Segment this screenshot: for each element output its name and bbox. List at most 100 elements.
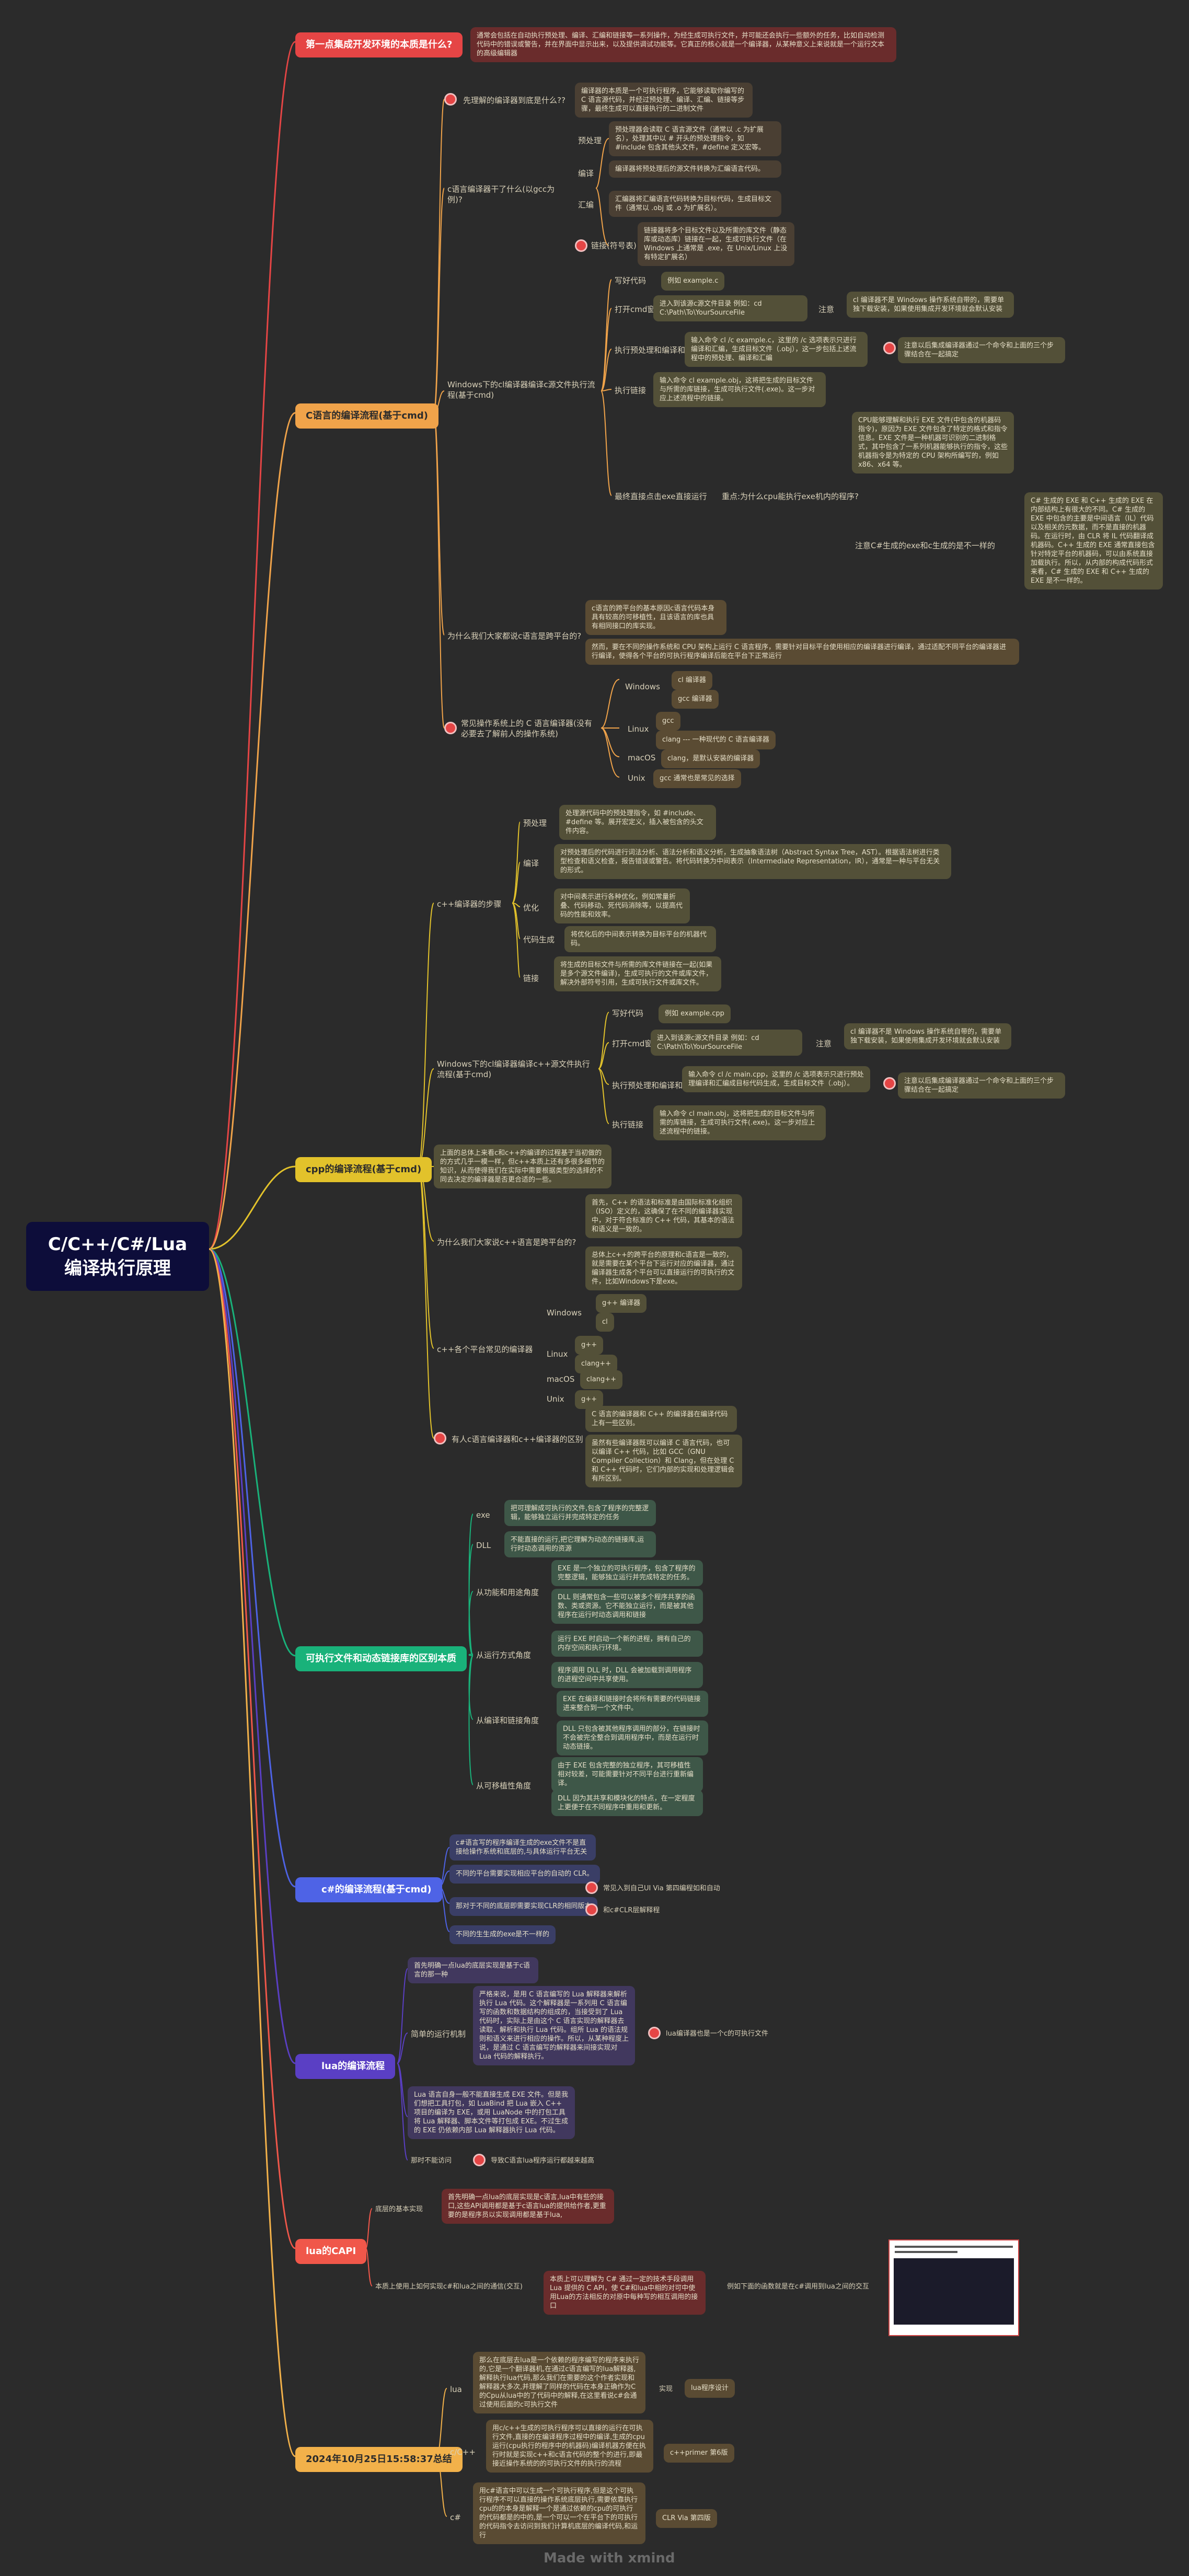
summary-cpp-book: c++primer 第6版 [664, 2444, 734, 2463]
c-os-unix[interactable]: Unix [628, 773, 645, 783]
cpp-step-compile[interactable]: 编译 [523, 859, 539, 868]
c-step-open-cmd-note[interactable]: 注意 [818, 305, 835, 314]
cpp-common-compilers[interactable]: c++各个平台常见的编译器 [437, 1345, 533, 1354]
root-topic[interactable]: C/C++/C#/Lua编译执行原理 [26, 1222, 209, 1291]
c-step-link[interactable]: 执行链接 [615, 386, 647, 395]
marker-dot [648, 2027, 661, 2039]
c-why-cross-platform[interactable]: 为什么我们大家都说c语言是跨平台的? [447, 631, 582, 641]
exe-text: 把可理解成可执行的文件,包含了程序的完整逻辑，能够独立运行并完成特定的任务 [504, 1500, 656, 1526]
marker-dot [473, 2154, 486, 2166]
branch-ide-essence[interactable]: 第一点集成开发环境的本质是什么? [295, 32, 463, 57]
q-gcc-steps[interactable]: c语言编译器干了什么(以gcc为例)? [447, 184, 555, 204]
cpp-os-macos[interactable]: macOS [547, 1374, 575, 1384]
c-step-run-exe[interactable]: 最终直接点击exe直接运行 [615, 492, 707, 501]
step-preprocess-text: 预处理器会读取 C 语言源文件（通常以 .c 为扩展名），处理其中以 # 开头的… [609, 121, 781, 156]
cpp-step-optimize[interactable]: 优化 [523, 903, 539, 912]
dll-text: 不能直接的运行,把它理解为动态的链接库,运行时动态调用的资源 [504, 1531, 656, 1557]
c-common-compilers[interactable]: 常见操作系统上的 C 语言编译器(没有必要去了解前人的操作系统) [461, 719, 592, 738]
cpp-step-open-cmd-note[interactable]: 注意 [816, 1039, 832, 1048]
csharp-d: 不同的生生成的exe是不一样的 [449, 1925, 556, 1944]
lua-b1-note[interactable]: lua编译器也是一个c的可执行文件 [666, 2030, 768, 2038]
cpp-win-gpp: g++ 编译器 [596, 1294, 647, 1313]
summary-cpp[interactable]: c/C++ [450, 2447, 476, 2457]
c-step-preprocess-compile[interactable]: 执行预处理和编译和汇编 [615, 345, 701, 355]
angle-portability-b: DLL 因为其共享和模块化的特点，在一定程度上更便于在不同程序中重用和更新。 [551, 1790, 703, 1816]
csharp-c-note-2[interactable]: 和c#CLR层解释程 [603, 1907, 660, 1914]
cpp-step-preprocess-compile-text: 输入命令 cl /c main.cpp，这里的 /c 选项表示只进行预处理编译和… [682, 1066, 870, 1092]
angle-compile-link[interactable]: 从编译和链接角度 [476, 1716, 539, 1725]
cpp-step-open-cmd[interactable]: 打开cmd窗口 [612, 1039, 661, 1048]
cpp-windows-cl-flow[interactable]: Windows下的cl编译器编译c++源文件执行流程(基于cmd) [437, 1059, 590, 1079]
cpp-step-open-cmd-note-text: cl 编译器不是 Windows 操作系统自带的，需要单独下载安装，如果使用集成… [844, 1023, 1011, 1049]
marker-dot [585, 1881, 598, 1894]
c-csharp-exe-note[interactable]: 注意C#生成的exe和c生成的是不一样的 [855, 541, 995, 550]
cpp-step-preprocess[interactable]: 预处理 [523, 818, 547, 828]
lua-a: 首先明确一点lua的底层实现是基于c语言的那一种 [408, 1957, 538, 1983]
c-step-preprocess-compile-text: 输入命令 cl /c example.c，这里的 /c 选项表示只进行编译和汇编… [685, 332, 868, 367]
branch-lua-capi[interactable]: lua的CAPI [295, 2239, 367, 2264]
branch-exe-vs-dll[interactable]: 可执行文件和动态链接库的区别本质 [295, 1646, 467, 1671]
c-linux-clang: clang --- 一种现代的 C 语言编译器 [656, 731, 776, 749]
cpp-os-windows[interactable]: Windows [547, 1308, 582, 1318]
angle-portability[interactable]: 从可移植性角度 [476, 1781, 532, 1791]
cpp-step-link[interactable]: 链接 [523, 974, 539, 983]
marker-dot [575, 239, 587, 252]
angle-function[interactable]: 从功能和用途角度 [476, 1588, 539, 1597]
branch-csharp-compile[interactable]: c#的编译流程(基于cmd) [295, 1877, 442, 1902]
cpp-step-preprocess-compile[interactable]: 执行预处理和编译和汇编 [612, 1081, 699, 1090]
cpp-vs-c-note: 上面的总体上来看c和c++的编译的过程基于当初做的的方式几乎一模一样，但c++本… [434, 1145, 611, 1188]
branch-lua-compile[interactable]: lua的编译流程 [295, 2054, 396, 2079]
lua-capi-a1: 首先明确一点lua的底层实现是c语言,lua中有些的接口,这些API调用都是基于… [442, 2189, 614, 2224]
lua-capi-b1-note[interactable]: 例如下面的函数就是在c#调用到lua之间的交互 [727, 2283, 869, 2291]
angle-runtime[interactable]: 从运行方式角度 [476, 1650, 532, 1660]
cpp-step-link2[interactable]: 执行链接 [612, 1120, 644, 1129]
step-preprocess[interactable]: 预处理 [578, 136, 602, 145]
branch-cpp-compile[interactable]: cpp的编译流程(基于cmd) [295, 1157, 432, 1182]
cpp-os-unix[interactable]: Unix [547, 1394, 564, 1404]
step-assemble-text: 汇编器将汇编语言代码转换为目标代码，生成目标文件（通常以 .obj 或 .o 为… [609, 191, 781, 217]
branch-summary[interactable]: 2024年10月25日15:58:37总结 [295, 2447, 463, 2472]
cpp-why-cross-platform-a: 首先，C++ 的语法和标准是由国际标准化组织（ISO）定义的，这确保了在不同的编… [585, 1194, 742, 1238]
marker-dot [444, 722, 457, 734]
lua-capi-a[interactable]: 底层的基本实现 [375, 2205, 423, 2213]
c-os-macos[interactable]: macOS [628, 753, 656, 763]
cpp-step-codegen[interactable]: 代码生成 [523, 935, 555, 944]
lua-capi-b[interactable]: 本质上使用上如何实现c#和lua之间的通信(交互) [375, 2283, 523, 2291]
exe-label[interactable]: exe [476, 1510, 490, 1520]
dll-label[interactable]: DLL [476, 1541, 491, 1550]
branch-c-compile[interactable]: C语言的编译流程(基于cmd) [295, 403, 438, 429]
summary-lua-note[interactable]: 实现 [659, 2385, 673, 2393]
summary-lua[interactable]: lua [450, 2385, 462, 2394]
c-unix-gcc: gcc 通常也是常见的选择 [653, 769, 741, 788]
csharp-c: 那对于不同的底层即需要实现CLR的相同版本 [449, 1897, 598, 1916]
q-what-is-compiler[interactable]: 先理解的编译器到底是什么?? [463, 96, 565, 105]
step-assemble[interactable]: 汇编 [578, 200, 594, 210]
cpp-why-cross-platform[interactable]: 为什么我们大家说c++语言是跨平台的? [437, 1238, 576, 1247]
cpp-os-linux[interactable]: Linux [547, 1349, 568, 1359]
lua-d[interactable]: 那时不能访问 [411, 2157, 452, 2165]
c-os-windows[interactable]: Windows [625, 682, 660, 691]
c-step-open-cmd[interactable]: 打开cmd窗口 [615, 305, 663, 314]
cpp-step-write-code[interactable]: 写好代码 [612, 1009, 644, 1018]
cpp-vs-c-compiler-diff[interactable]: 有人c语言编译器和c++编译器的区别 [452, 1435, 583, 1444]
step-link[interactable]: 链接(符号表) [591, 241, 637, 250]
step-compile[interactable]: 编译 [578, 169, 594, 178]
c-windows-cl-flow[interactable]: Windows下的cl编译器编译c源文件执行流程(基于cmd) [447, 380, 595, 400]
cpp-compiler-steps[interactable]: c++编译器的步骤 [437, 899, 502, 909]
lua-capi-b1: 本质上可以理解为 C# 通过一定的技术手段调用 Lua 提供的 C API，使 … [544, 2271, 706, 2315]
c-step-write-code[interactable]: 写好代码 [615, 276, 647, 285]
step-link-text: 链接器将多个目标文件以及所需的库文件（静态库或动态库）链接在一起，生成可执行文件… [638, 222, 794, 266]
c-why-cpu-runs-exe[interactable]: 重点:为什么cpu能执行exe机内的程序? [722, 492, 859, 501]
summary-cpp-text: 用c/c++生成的可执行程序可以直接的运行在可执行文件,直接的在编译程序过程中的… [486, 2420, 653, 2473]
cpp-linux-gpp: g++ [575, 1336, 604, 1355]
summary-csharp[interactable]: c# [450, 2513, 461, 2522]
lua-b[interactable]: 简单的运行机制 [411, 2029, 466, 2039]
c-mac-clang: clang，是默认安装的编译器 [661, 749, 760, 768]
c-os-linux[interactable]: Linux [628, 724, 649, 734]
c-why-cross-platform-a: c语言的跨平台的基本原因c语言代码本身具有较高的可移植性，且该语言的库也具有相同… [585, 600, 726, 635]
lua-d-note[interactable]: 导致C语言lua程序运行都越来越高 [491, 2157, 594, 2165]
marker-dot [883, 1077, 896, 1090]
csharp-c-note-1[interactable]: 常见入到自己UI Via 第四编程如和自动 [603, 1885, 720, 1892]
angle-function-b: DLL 则通常包含一些可以被多个程序共享的函数、类或资源。它不能独立运行，而是被… [551, 1589, 703, 1624]
angle-portability-a: 由于 EXE 包含完整的独立程序，其可移植性相对较差，可能需要针对不同平台进行重… [551, 1757, 703, 1792]
